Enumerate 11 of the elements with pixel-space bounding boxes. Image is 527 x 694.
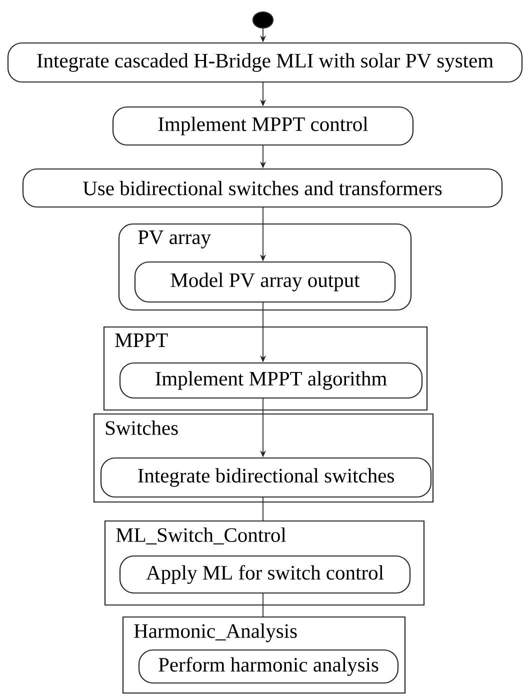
process-box: Integrate bidirectional switches xyxy=(100,457,432,498)
process-box: Implement MPPT control xyxy=(112,106,414,146)
connector-line xyxy=(262,497,264,521)
process-box: Implement MPPT algorithm xyxy=(119,362,423,399)
process-box: Apply ML for switch control xyxy=(119,555,411,594)
process-box: Use bidirectional switches and transformers xyxy=(22,168,503,208)
process-box: Integrate cascaded H-Bridge MLI with solar PV system xyxy=(7,42,523,83)
connector-line xyxy=(262,593,264,617)
process-box: Perform harmonic analysis xyxy=(138,649,399,684)
process-box: Model PV array output xyxy=(134,261,396,303)
start-dot xyxy=(252,11,274,29)
